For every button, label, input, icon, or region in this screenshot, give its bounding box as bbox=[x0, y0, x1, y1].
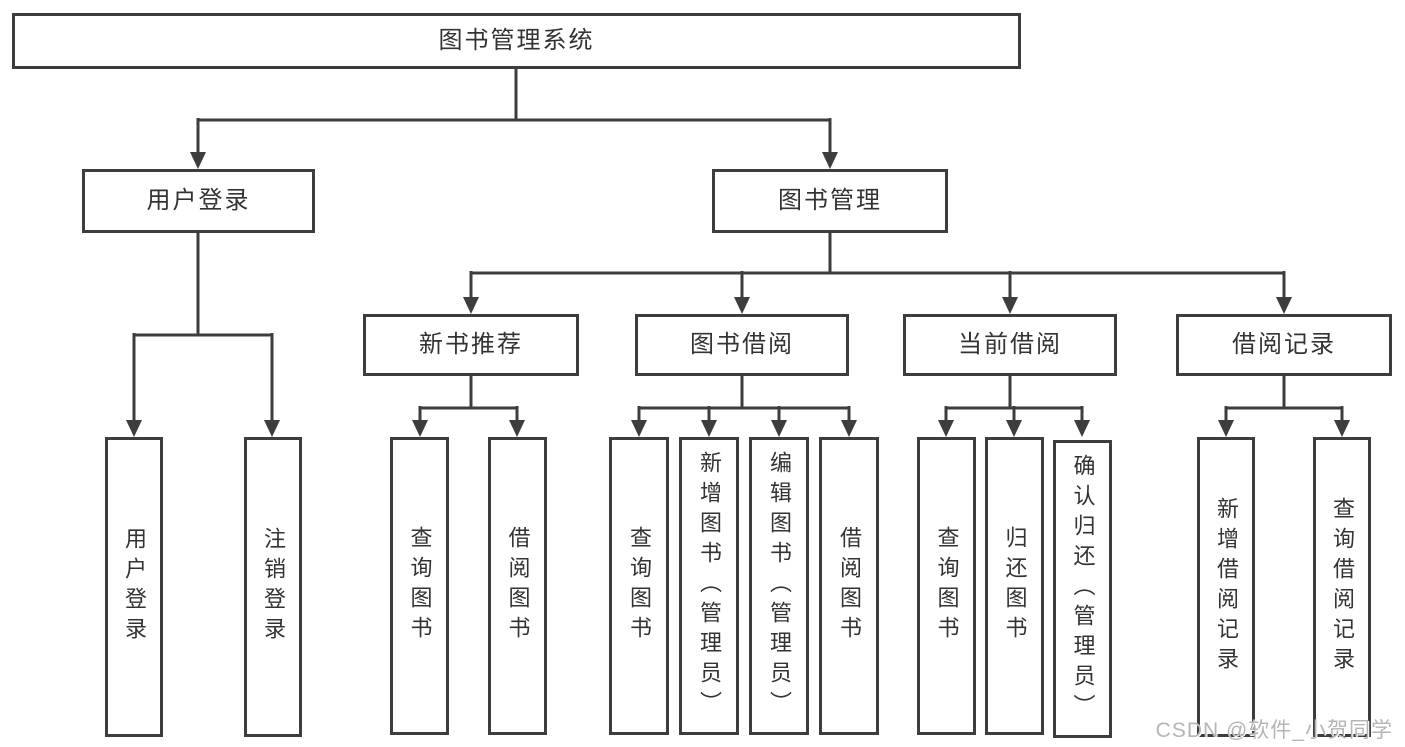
leaf-logout: 注销登录 bbox=[244, 437, 302, 737]
node-new-book-recommend: 新书推荐 bbox=[363, 314, 579, 376]
leaf-bb-query-books: 查询图书 bbox=[609, 437, 669, 735]
leaf-cb-return-books: 归还图书 bbox=[985, 437, 1044, 735]
leaf-bb-edit-books-admin: 编辑图书（管理员） bbox=[749, 437, 809, 735]
leaf-br-add-record: 新增借阅记录 bbox=[1197, 437, 1255, 737]
node-library-management-system: 图书管理系统 bbox=[12, 13, 1021, 69]
leaf-br-query-record: 查询借阅记录 bbox=[1313, 437, 1371, 737]
node-book-borrow: 图书借阅 bbox=[635, 314, 849, 376]
leaf-nb-query-books: 查询图书 bbox=[390, 437, 449, 735]
node-current-borrow: 当前借阅 bbox=[903, 314, 1117, 376]
leaf-cb-query-books: 查询图书 bbox=[917, 437, 976, 735]
csdn-watermark: CSDN @软件_小贺同学 bbox=[1155, 719, 1393, 742]
leaf-bb-add-books-admin: 新增图书（管理员） bbox=[679, 437, 739, 735]
leaf-bb-borrow-books: 借阅图书 bbox=[819, 437, 879, 735]
node-user-login: 用户登录 bbox=[82, 169, 315, 233]
node-borrow-records: 借阅记录 bbox=[1176, 314, 1392, 376]
node-book-management: 图书管理 bbox=[712, 169, 948, 233]
leaf-user-login: 用户登录 bbox=[105, 437, 163, 737]
leaf-nb-borrow-books: 借阅图书 bbox=[488, 437, 547, 735]
leaf-cb-confirm-return-admin: 确认归还（管理员） bbox=[1053, 440, 1112, 738]
